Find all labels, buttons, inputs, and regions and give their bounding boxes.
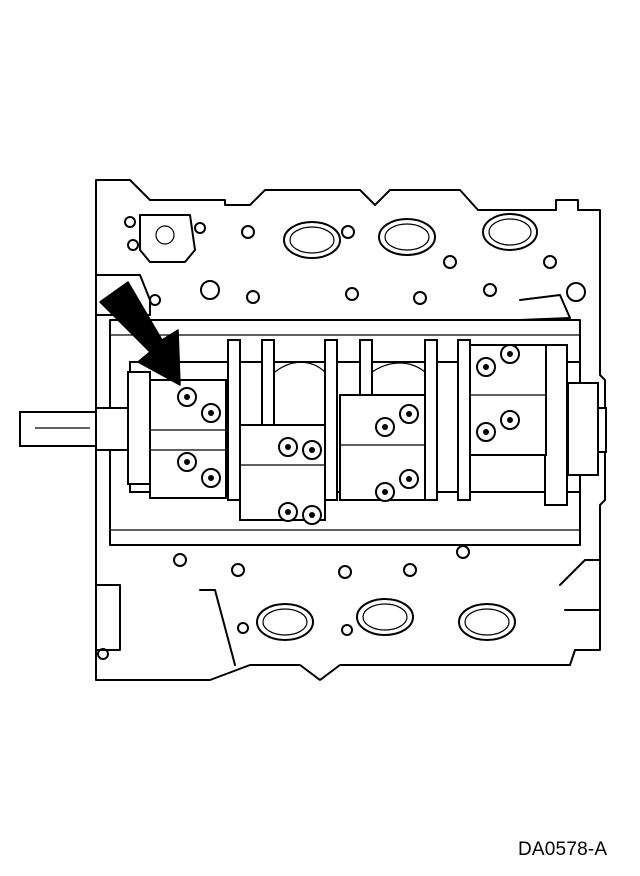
bolt-cap2-1 (278, 437, 298, 457)
callout-arrow (99, 281, 181, 386)
upper-ports (95, 213, 586, 321)
block-outline (95, 179, 606, 681)
figure-code: DA0578-A (518, 839, 608, 860)
bolt-cap3-4 (399, 469, 419, 489)
lower-ports (95, 545, 601, 666)
crankshaft-snout (19, 407, 129, 451)
bearing-cap-bolts (177, 344, 520, 525)
front-hub (567, 382, 607, 476)
bolt-cap3-3 (375, 482, 395, 502)
bolt-cap4-3 (476, 422, 496, 442)
bolt-cap2-3 (278, 502, 298, 522)
crankcase-opening (109, 319, 581, 546)
bolt-cap1-1 (177, 387, 197, 407)
bolt-cap3-2 (399, 404, 419, 424)
bolt-cap4-4 (500, 410, 520, 430)
bolt-cap1-2 (201, 403, 221, 423)
bolt-cap4-2 (500, 344, 520, 364)
bolt-cap1-4 (201, 468, 221, 488)
bolt-cap1-3 (177, 452, 197, 472)
bolt-cap3-1 (375, 417, 395, 437)
bolt-cap4-1 (476, 357, 496, 377)
bolt-cap2-4 (302, 505, 322, 525)
bolt-cap2-2 (302, 440, 322, 460)
